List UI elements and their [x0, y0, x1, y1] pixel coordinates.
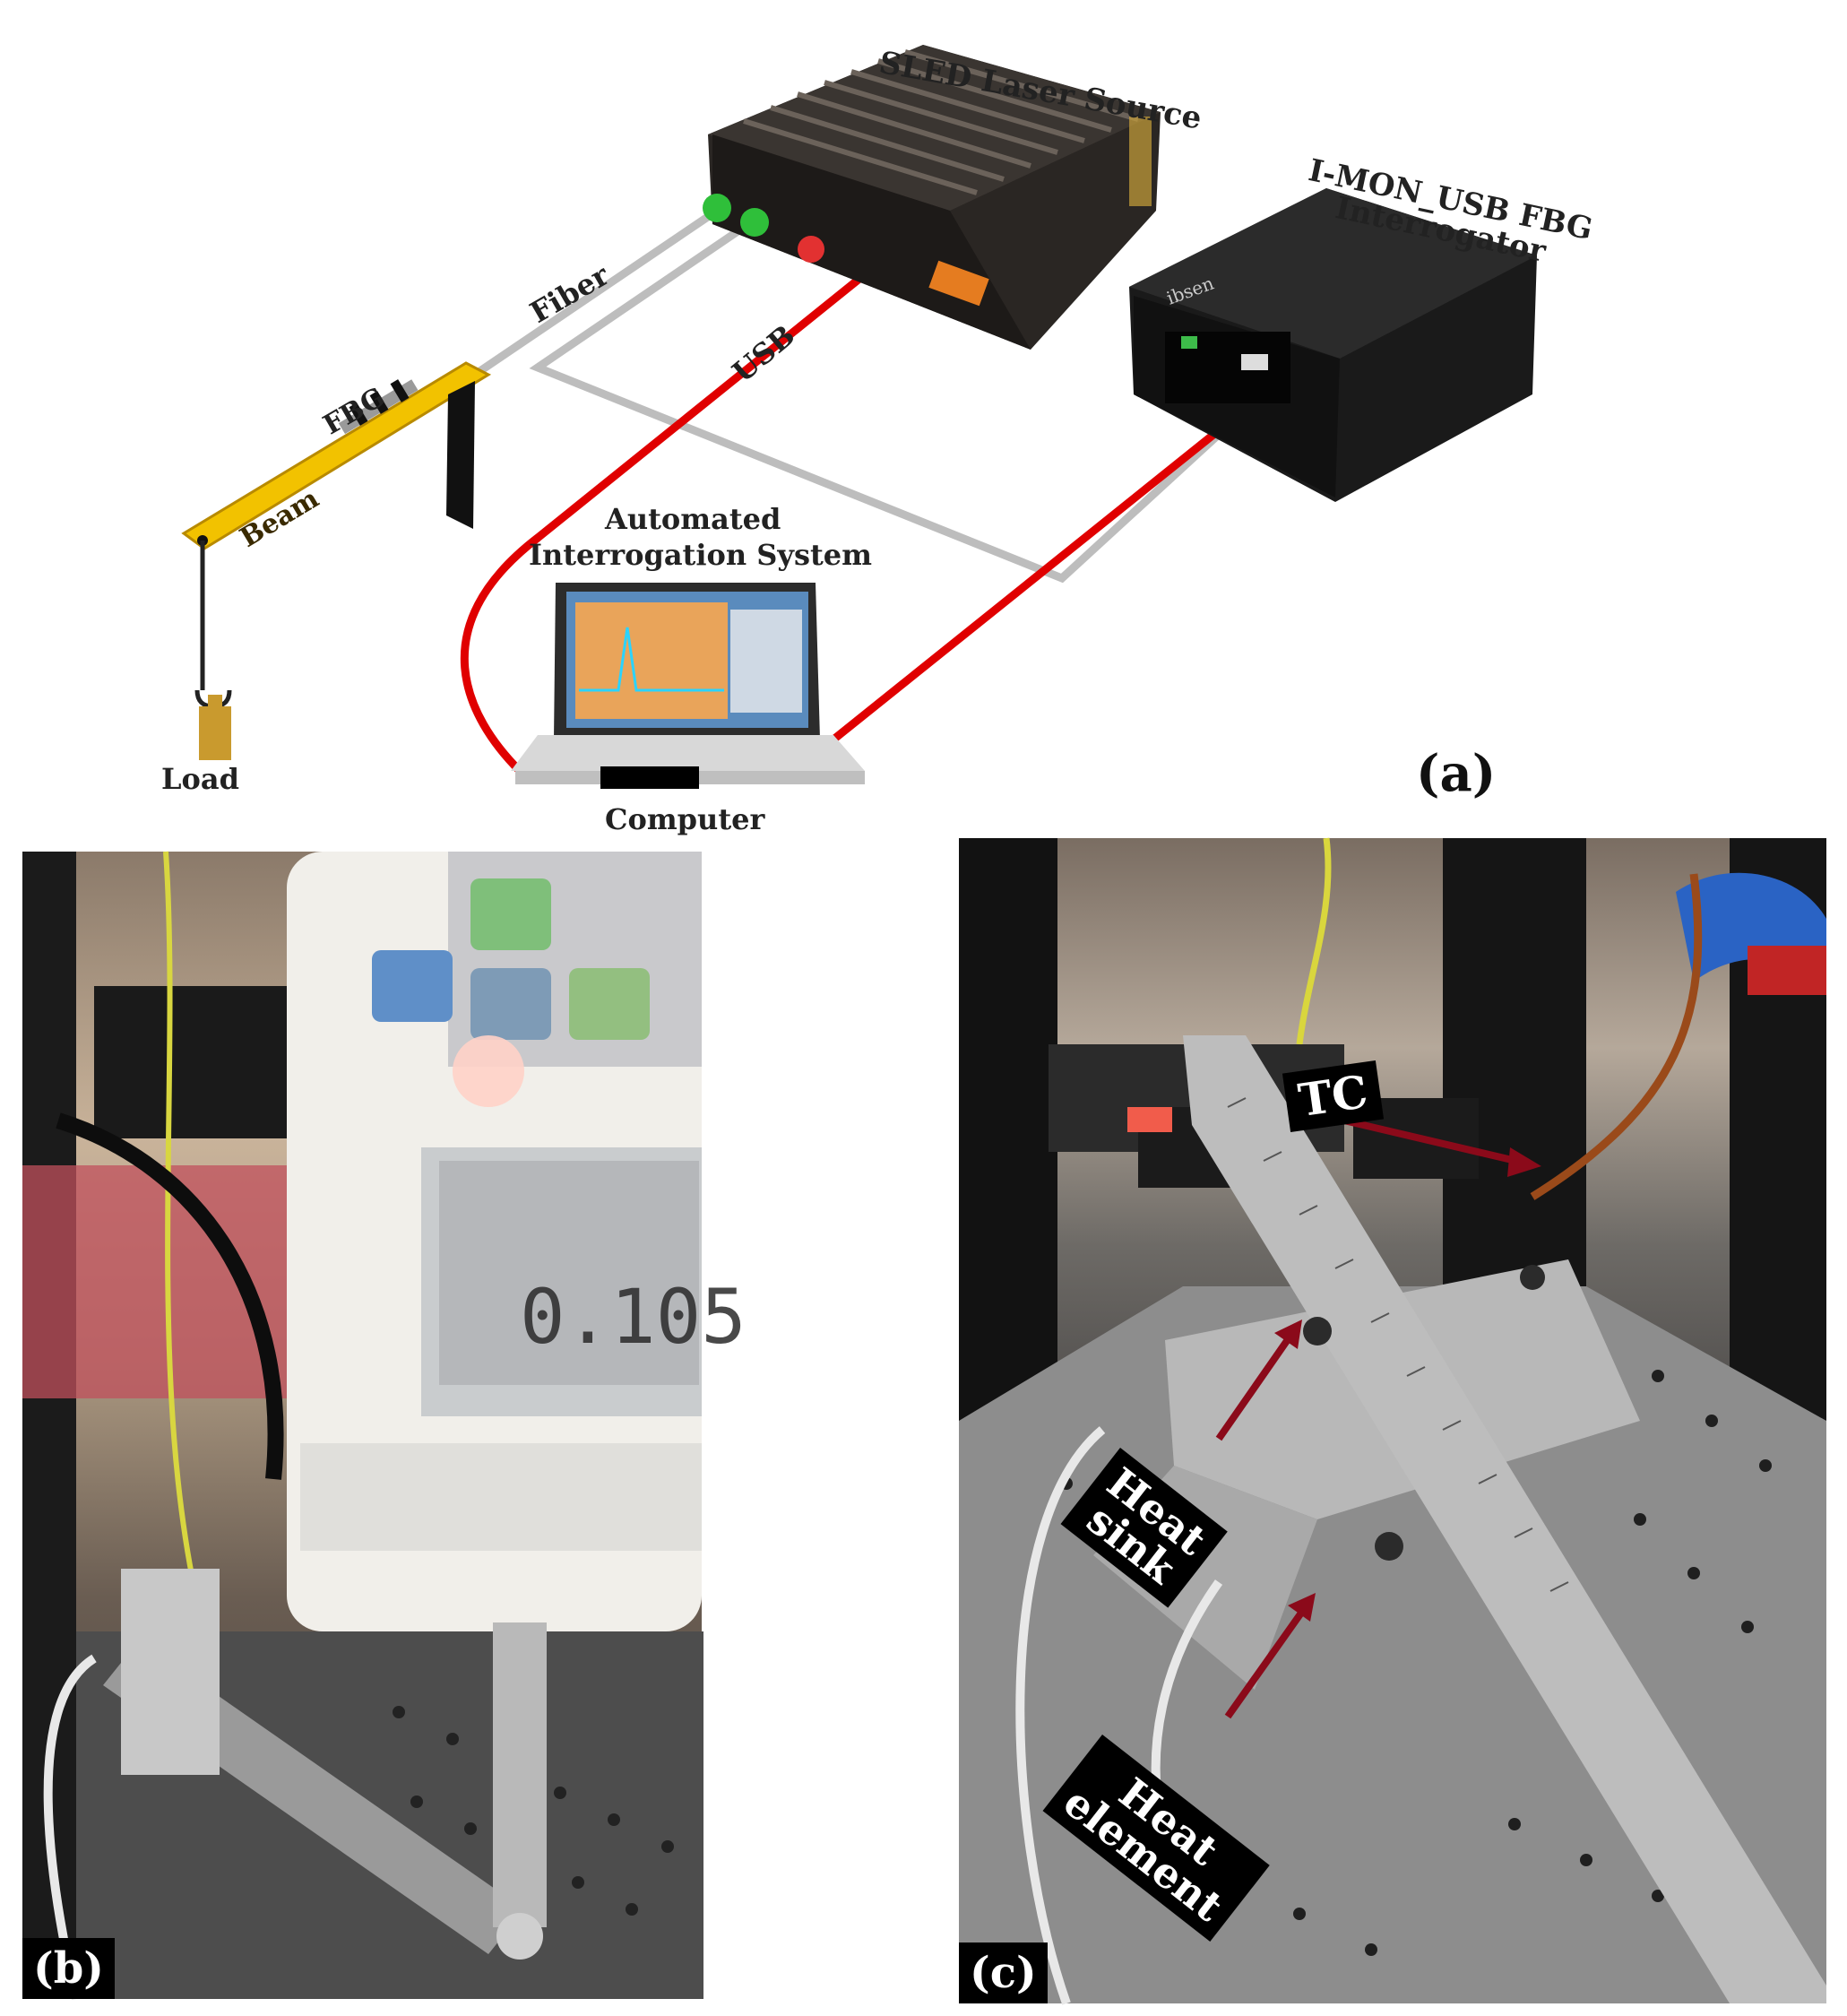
panel-c-photo: TC Heat sink Heat element (c) — [959, 837, 1826, 2005]
panel-b-tag: (b) — [22, 1938, 115, 1999]
panel-c-tag: (c) — [959, 1942, 1048, 2003]
sled-laser-source — [703, 45, 1161, 350]
computer-label: Computer — [605, 802, 765, 836]
imon-interrogator: ibsen — [1129, 188, 1537, 502]
laptop-computer — [511, 583, 865, 789]
fiber-line-to-interrogator — [529, 221, 1227, 584]
panel-a: ibsen SLED Laser — [0, 0, 1847, 843]
panel-a-tag: (a) — [1416, 744, 1497, 803]
panel-a-drawing: ibsen — [181, 45, 1537, 789]
usb-cable-interrogator — [831, 391, 1266, 743]
tc-callout-text: TC — [1295, 1064, 1371, 1128]
automated-label-line1: Automated — [605, 502, 781, 536]
panel-b-photo: 0.105 (b) — [22, 851, 747, 2001]
load-label: Load — [161, 762, 239, 796]
cantilever-beam — [181, 361, 492, 760]
usb-cable-computer — [460, 256, 885, 774]
panel-b-scene — [22, 851, 703, 2001]
automated-label-line2: Interrogation System — [529, 538, 872, 572]
force-gauge-reading: 0.105 — [520, 1273, 747, 1361]
